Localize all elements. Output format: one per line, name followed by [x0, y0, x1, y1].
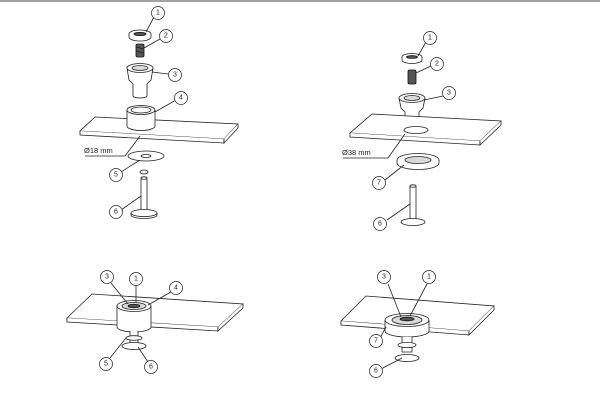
svg-text:1: 1 — [428, 35, 432, 42]
callout-2: 2 — [159, 29, 173, 43]
part-pin — [400, 184, 426, 226]
callout-5: 5 — [109, 168, 123, 182]
part-spring — [135, 43, 145, 58]
svg-text:6: 6 — [114, 209, 118, 216]
exploded-view-small-hole: Ø18 mm 1 2 3 4 5 6 — [79, 6, 239, 219]
svg-text:6: 6 — [149, 364, 153, 371]
callout-3: 3 — [442, 86, 456, 100]
svg-text:7: 7 — [377, 180, 381, 187]
part-washer — [127, 150, 165, 175]
svg-text:5: 5 — [114, 172, 118, 179]
callout-1: 1 — [423, 31, 437, 45]
part-housing-assembled — [116, 300, 152, 333]
dimension-label-large: Ø38 mm — [342, 148, 371, 157]
callout-3: 3 — [100, 270, 114, 284]
part-cap — [401, 53, 423, 64]
svg-text:6: 6 — [378, 221, 382, 228]
dimension-label-small: Ø18 mm — [84, 146, 113, 155]
dimension-small-hole: Ø18 mm — [84, 135, 141, 157]
svg-text:4: 4 — [179, 95, 183, 102]
svg-text:3: 3 — [447, 90, 451, 97]
part-sleeve — [126, 105, 156, 131]
svg-text:4: 4 — [174, 285, 178, 292]
svg-text:3: 3 — [105, 274, 109, 281]
part-pin-assembled — [394, 337, 420, 362]
svg-text:7: 7 — [374, 338, 378, 345]
plate — [79, 116, 239, 145]
svg-text:1: 1 — [156, 10, 160, 17]
svg-text:1: 1 — [134, 276, 138, 283]
part-housing-assembled — [384, 313, 430, 338]
plate — [348, 113, 502, 146]
callout-4: 4 — [174, 91, 188, 105]
callout-6: 6 — [144, 360, 158, 374]
callout-3: 3 — [168, 68, 182, 82]
callout-6: 6 — [369, 364, 383, 378]
callout-7: 7 — [369, 334, 383, 348]
part-spring — [407, 69, 417, 85]
callout-1: 1 — [151, 6, 165, 20]
part-washer-large — [396, 153, 440, 170]
callout-4: 4 — [169, 281, 183, 295]
callout-3: 3 — [377, 270, 391, 284]
assembled-view-small-hole: 3 1 4 5 6 — [66, 270, 244, 374]
svg-text:5: 5 — [104, 361, 108, 368]
callout-2: 2 — [430, 57, 444, 71]
part-pin-assembled — [121, 331, 147, 350]
callout-7: 7 — [372, 176, 386, 190]
part-housing — [126, 63, 154, 99]
callout-6: 6 — [373, 217, 387, 231]
callout-6: 6 — [109, 205, 123, 219]
svg-text:2: 2 — [164, 33, 168, 40]
svg-text:2: 2 — [435, 61, 439, 68]
part-cap — [128, 29, 152, 42]
dimension-large-hole: Ø38 mm — [342, 133, 406, 159]
svg-text:3: 3 — [173, 72, 177, 79]
svg-text:3: 3 — [382, 274, 386, 281]
svg-text:1: 1 — [427, 274, 431, 281]
exploded-view-large-hole: Ø38 mm 1 2 3 7 6 — [342, 31, 502, 231]
svg-text:6: 6 — [374, 368, 378, 375]
part-pin — [130, 176, 158, 219]
callout-1: 1 — [129, 272, 143, 286]
assembled-view-large-hole: 3 1 7 6 — [340, 270, 495, 378]
callout-5: 5 — [99, 357, 113, 371]
callout-1: 1 — [422, 270, 436, 284]
